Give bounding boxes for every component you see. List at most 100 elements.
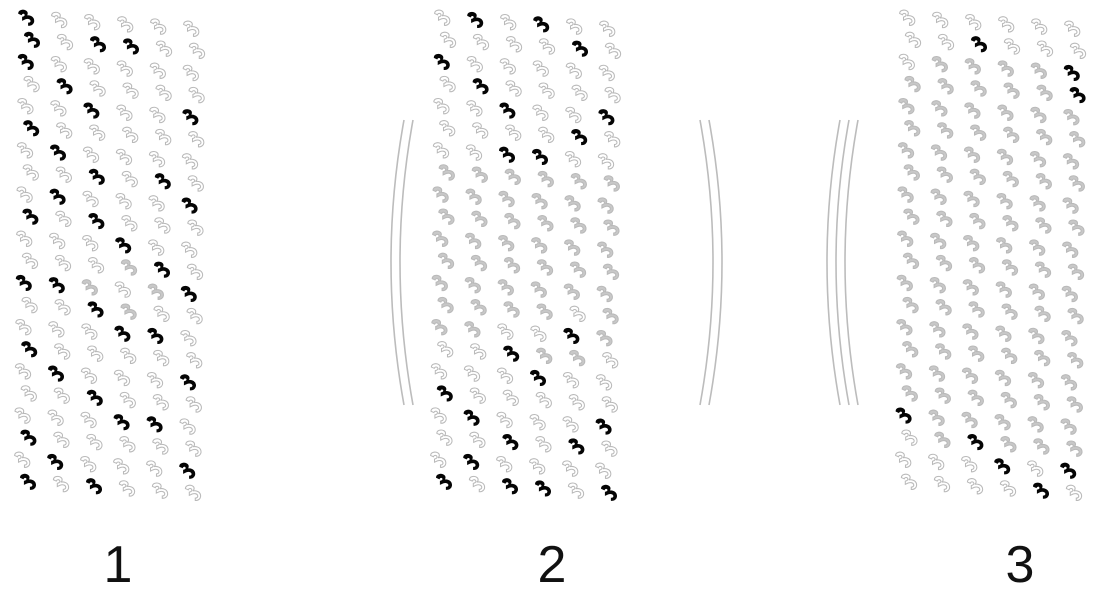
vibration-arc-line: [709, 120, 722, 405]
grey-tile: [471, 255, 486, 270]
empty-tile: [1065, 21, 1080, 36]
dark-tile: [1064, 65, 1079, 80]
grey-tile: [538, 216, 553, 231]
empty-tile: [569, 395, 584, 410]
empty-tile: [88, 258, 103, 273]
empty-tile: [434, 99, 449, 114]
grey-tile: [565, 240, 580, 255]
empty-tile: [440, 121, 455, 136]
grey-tile: [1028, 417, 1043, 432]
grey-tile: [904, 165, 919, 180]
empty-tile: [117, 105, 132, 120]
grey-tile: [932, 101, 947, 116]
empty-tile: [90, 81, 105, 96]
grey-tile: [938, 123, 953, 138]
grey-tile: [1067, 441, 1082, 456]
grey-tile: [438, 297, 453, 312]
dark-tile: [464, 410, 479, 425]
dark-tile: [182, 198, 197, 213]
empty-tile: [1000, 481, 1015, 496]
grey-tile: [970, 213, 985, 228]
dark-tile: [502, 479, 517, 494]
empty-tile: [152, 483, 167, 498]
grey-tile: [466, 233, 481, 248]
grey-tile: [903, 342, 918, 357]
grey-tile: [82, 280, 97, 295]
empty-tile: [16, 320, 31, 335]
grey-tile: [537, 304, 552, 319]
empty-tile: [22, 297, 37, 312]
grey-tile: [603, 308, 618, 323]
grey-tile: [997, 238, 1012, 253]
grey-tile: [564, 284, 579, 299]
dark-tile: [50, 145, 65, 160]
empty-tile: [186, 397, 201, 412]
empty-tile: [599, 65, 614, 80]
tile-grid: [15, 10, 205, 500]
grey-tile: [597, 286, 612, 301]
grey-tile: [937, 211, 952, 226]
grey-tile: [1037, 129, 1052, 144]
grey-tile: [1062, 331, 1077, 346]
grey-tile: [504, 258, 519, 273]
empty-tile: [566, 107, 581, 122]
dark-tile: [572, 41, 587, 56]
grey-tile: [1028, 373, 1043, 388]
grey-tile: [904, 209, 919, 224]
empty-tile: [184, 21, 199, 36]
empty-tile: [440, 76, 455, 91]
empty-tile: [539, 39, 554, 54]
dark-tile: [436, 474, 451, 489]
grey-tile: [1069, 220, 1084, 235]
grey-tile: [1064, 110, 1079, 125]
empty-tile: [114, 459, 129, 474]
vibration-arc-line: [827, 120, 840, 405]
dark-tile: [1061, 463, 1076, 478]
grey-tile: [498, 280, 513, 295]
empty-tile: [17, 143, 32, 158]
grey-tile: [936, 300, 951, 315]
dark-tile: [123, 39, 138, 54]
grey-tile: [571, 218, 586, 233]
empty-tile: [181, 331, 196, 346]
panel-1: 1: [15, 10, 205, 594]
empty-tile: [156, 85, 171, 100]
grey-tile: [499, 191, 514, 206]
empty-tile: [88, 346, 103, 361]
grey-tile: [1004, 127, 1019, 142]
empty-tile: [189, 43, 204, 58]
grey-tile: [1068, 264, 1083, 279]
empty-tile: [467, 57, 482, 72]
grey-tile: [433, 187, 448, 202]
empty-tile: [568, 483, 583, 498]
empty-tile: [82, 324, 97, 339]
grey-tile: [471, 300, 486, 315]
empty-tile: [114, 370, 129, 385]
empty-tile: [497, 412, 512, 427]
dark-tile: [1033, 483, 1048, 498]
empty-tile: [15, 408, 30, 423]
grey-tile: [898, 231, 913, 246]
empty-tile: [116, 149, 131, 164]
empty-tile: [933, 12, 948, 27]
grey-tile: [905, 76, 920, 91]
empty-tile: [56, 167, 71, 182]
grey-tile: [1003, 171, 1018, 186]
empty-tile: [570, 306, 585, 321]
empty-tile: [605, 43, 620, 58]
grey-tile: [1031, 63, 1046, 78]
empty-tile: [498, 324, 513, 339]
dark-tile: [90, 37, 105, 52]
empty-tile: [572, 85, 587, 100]
grey-tile: [604, 176, 619, 191]
grey-tile: [1036, 174, 1051, 189]
dark-tile: [148, 328, 163, 343]
grey-tile: [931, 233, 946, 248]
empty-tile: [51, 101, 66, 116]
dark-tile: [599, 110, 614, 125]
grey-tile: [1035, 262, 1050, 277]
empty-tile: [605, 87, 620, 102]
empty-tile: [121, 348, 136, 363]
grey-tile: [1030, 196, 1045, 211]
empty-tile: [473, 34, 488, 49]
